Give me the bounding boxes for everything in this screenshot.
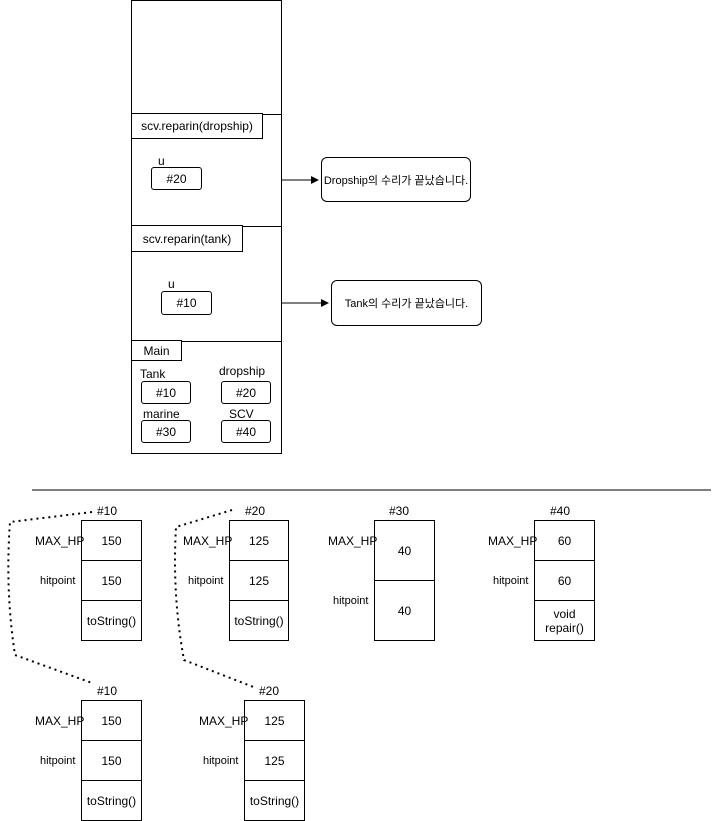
field-value: 60	[535, 561, 594, 601]
main-var-value-marine: #30	[141, 420, 191, 443]
main-var-label-dropship: dropship	[219, 364, 266, 378]
field-value: 125	[245, 701, 304, 741]
dotted-link-20	[174, 509, 257, 689]
field-value: 40	[397, 603, 412, 618]
heap-object-id: #40	[550, 504, 571, 518]
heap-object-40: 60 60 void repair()	[534, 520, 595, 641]
main-frame-title: Main	[131, 340, 182, 361]
method-signature: repair()	[545, 620, 584, 635]
field-name: MAX_HP	[35, 534, 85, 548]
frame-var-value-u: #10	[161, 291, 212, 315]
field-name: hitpoint	[188, 575, 224, 587]
heap-object-10-bottom: 150 150 toString()	[81, 700, 142, 821]
field-value: 125	[230, 561, 288, 601]
field-name: MAX_HP	[183, 534, 233, 548]
field-value: 150	[82, 741, 141, 781]
main-var-value-tank: #10	[141, 381, 191, 404]
heap-object-id: #10	[97, 684, 118, 698]
heap-object-20: 125 125 toString()	[229, 520, 289, 641]
frame-title-tank: scv.reparin(tank)	[131, 225, 243, 252]
method-name: toString()	[86, 793, 137, 808]
method-name: toString()	[86, 613, 137, 628]
main-var-label-tank: Tank	[140, 367, 166, 381]
field-value: 150	[82, 521, 141, 561]
heap-object-20-bottom: 125 125 toString()	[244, 700, 305, 821]
frame-var-label-u: u	[158, 154, 165, 168]
main-var-value-dropship: #20	[221, 381, 271, 404]
main-var-label-marine: marine	[143, 407, 180, 421]
field-name: hitpoint	[493, 575, 529, 587]
method-name: toString()	[234, 613, 284, 628]
heap-object-id: #20	[245, 504, 266, 518]
main-var-label-scv: SCV	[229, 407, 254, 421]
field-name: MAX_HP	[328, 534, 378, 548]
stack-divider	[131, 341, 282, 342]
tank-repair-message: Tank의 수리가 끝났습니다.	[331, 280, 482, 326]
field-name: MAX_HP	[35, 714, 85, 728]
dotted-link-10	[7, 511, 93, 684]
heap-object-id: #30	[389, 504, 410, 518]
field-name: hitpoint	[203, 755, 239, 767]
dropship-repair-message: Dropship의 수리가 끝났습니다.	[321, 157, 471, 202]
heap-object-30: 40 40	[374, 520, 435, 641]
frame-var-value-u: #20	[151, 167, 202, 190]
main-var-value-scv: #40	[221, 420, 271, 443]
field-name: MAX_HP	[199, 714, 249, 728]
field-value: 150	[82, 701, 141, 741]
frame-title-dropship: scv.reparin(dropship)	[131, 113, 263, 139]
field-name: hitpoint	[333, 595, 369, 607]
field-name: hitpoint	[40, 755, 76, 767]
heap-object-id: #10	[97, 504, 118, 518]
field-name: MAX_HP	[488, 534, 538, 548]
method-name: toString()	[249, 793, 300, 808]
field-value: 60	[535, 521, 594, 561]
method-return-type: void	[553, 606, 576, 621]
frame-var-label-u: u	[168, 277, 175, 291]
heap-object-id: #20	[259, 684, 280, 698]
method-name: void repair()	[535, 601, 594, 640]
field-name: hitpoint	[40, 575, 76, 587]
heap-object-10: 150 150 toString()	[81, 520, 142, 641]
field-value: 40	[375, 521, 434, 581]
field-value: 125	[245, 741, 304, 781]
field-value: 125	[230, 521, 288, 561]
field-value: 150	[82, 561, 141, 601]
